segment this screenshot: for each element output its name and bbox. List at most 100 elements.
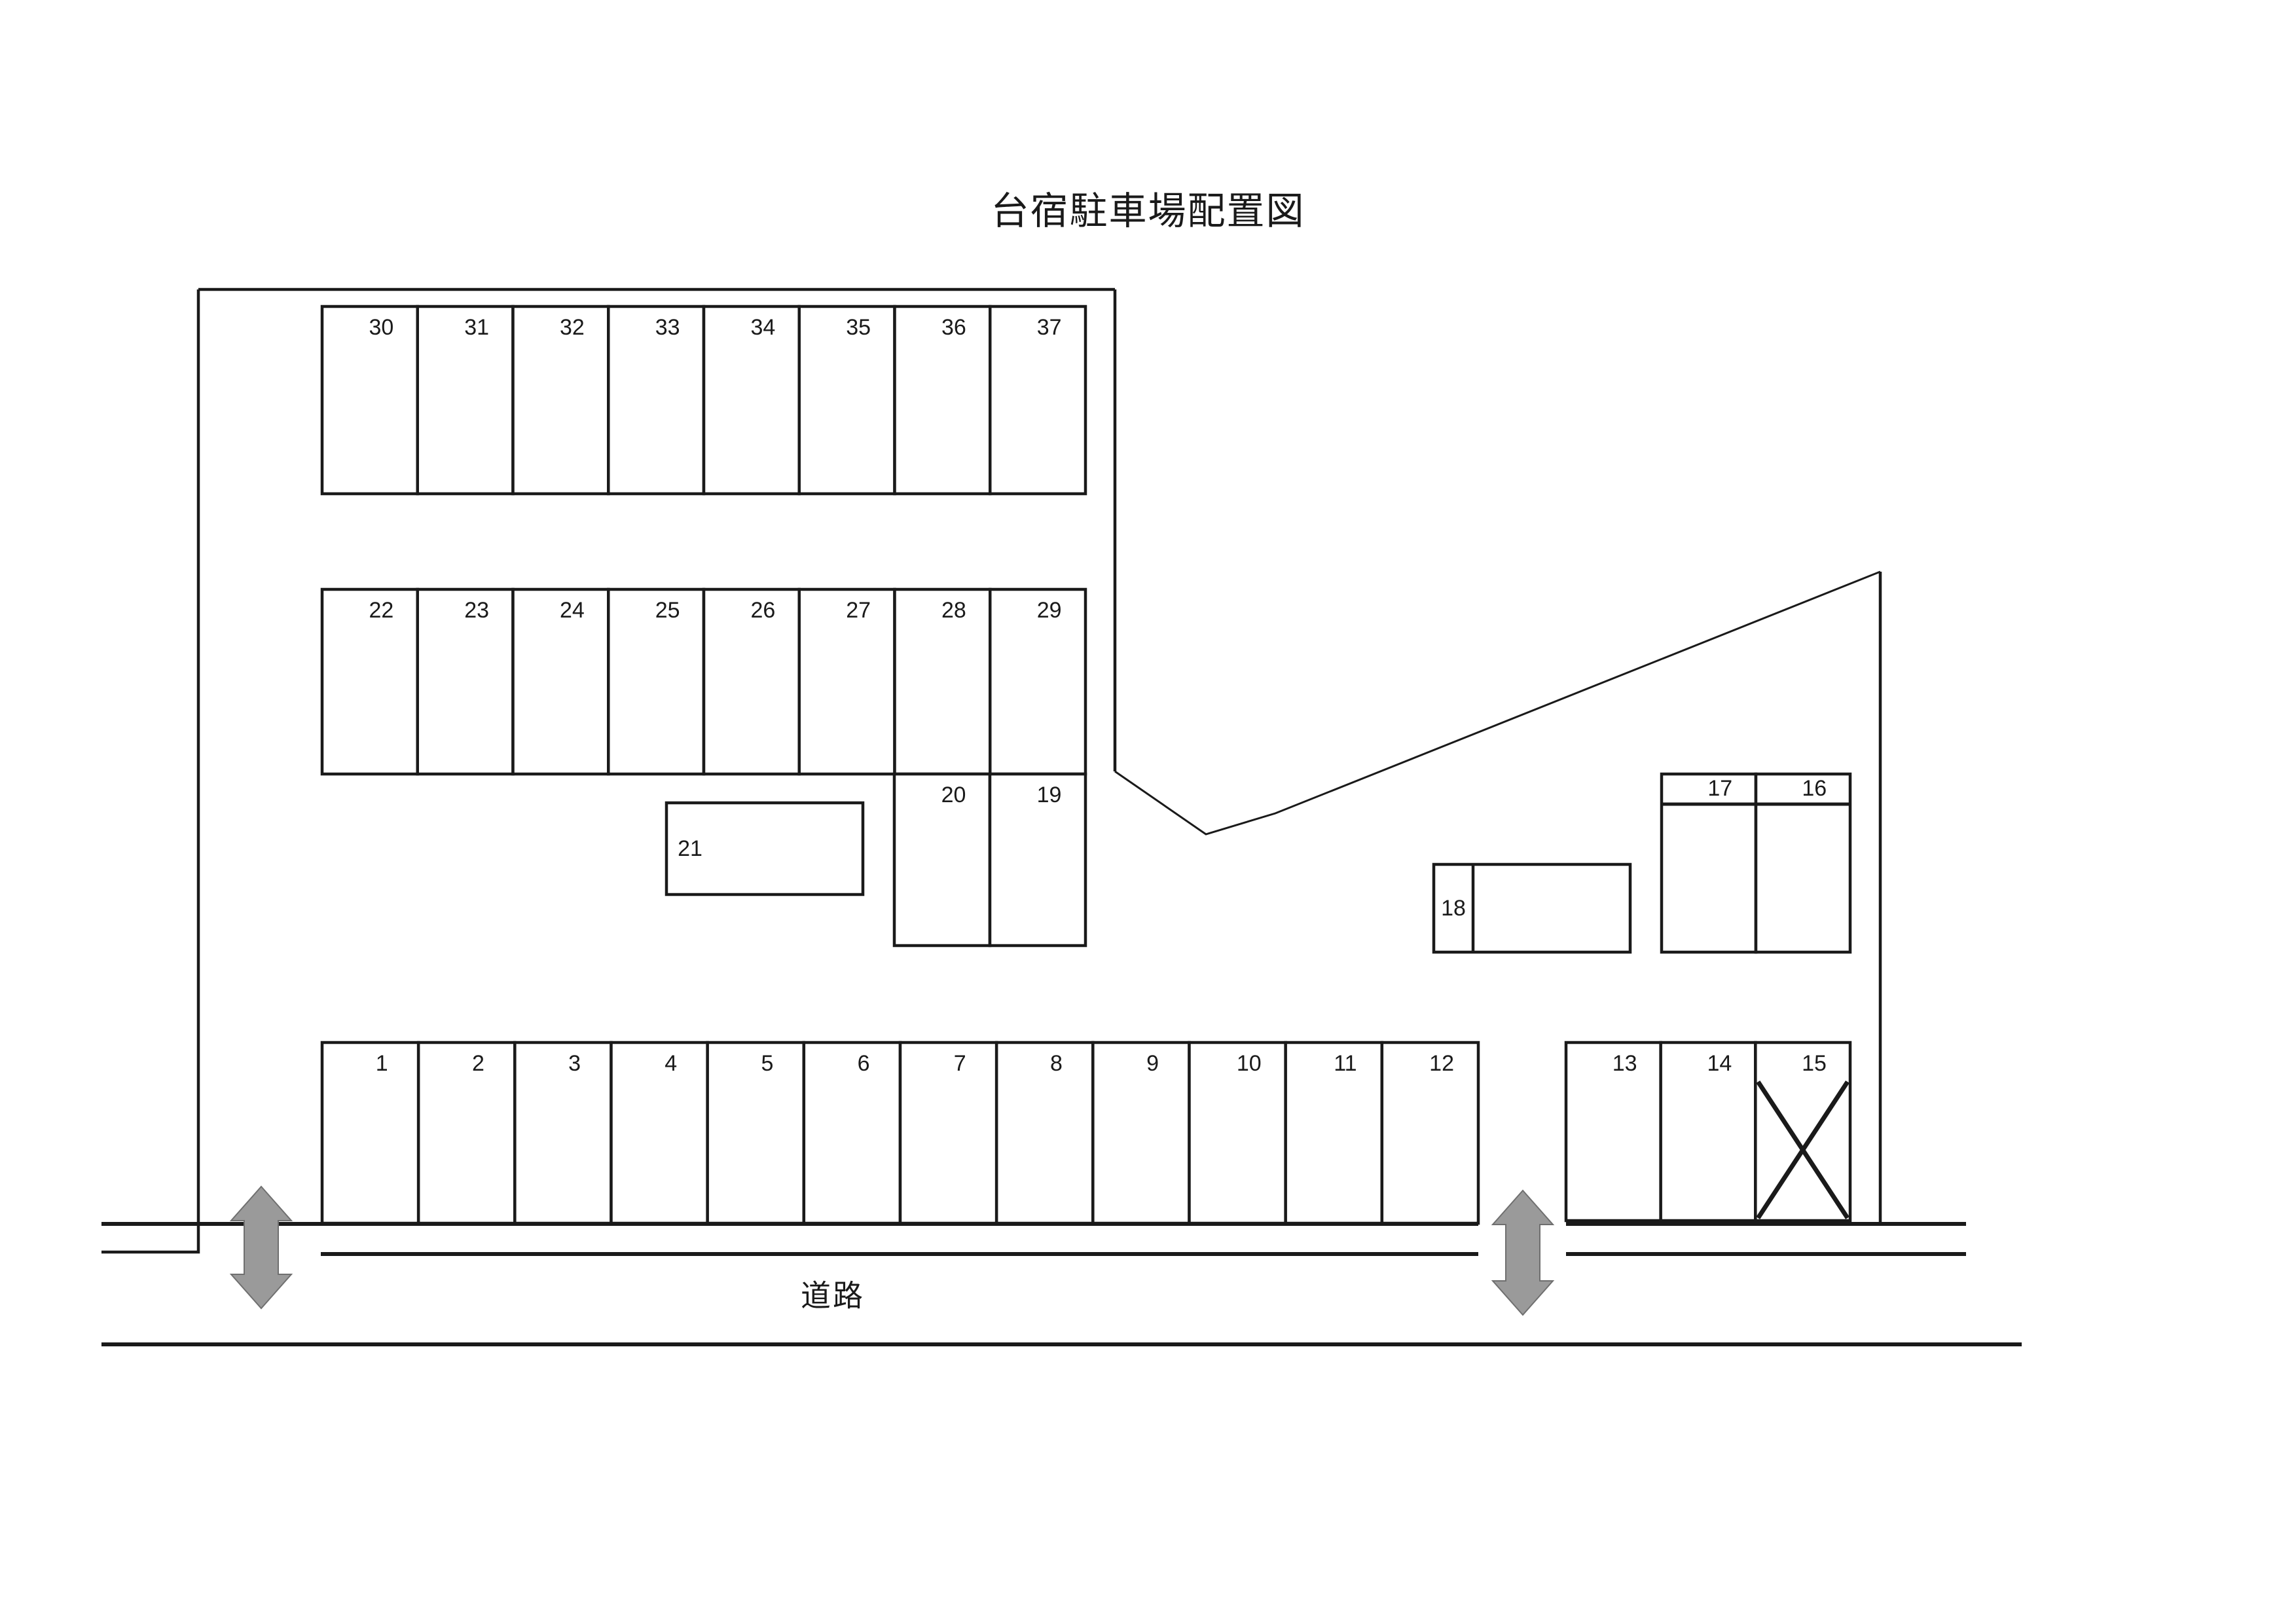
stall-outline-29 bbox=[989, 587, 1087, 776]
stall-label-34: 34 bbox=[750, 315, 775, 340]
middle-stall-row: 22 23 24 25 26 27 28 29 bbox=[320, 587, 1087, 776]
stall-12[interactable]: 12 bbox=[1380, 1041, 1480, 1225]
stall-label-12: 12 bbox=[1429, 1051, 1454, 1076]
stall-label-22: 22 bbox=[369, 598, 393, 623]
stall-15[interactable]: 15 bbox=[1754, 1041, 1852, 1223]
stall-label-21: 21 bbox=[678, 836, 702, 861]
stall-outline-25 bbox=[607, 587, 706, 776]
stall-37[interactable]: 37 bbox=[989, 304, 1087, 496]
stall-16[interactable]: 16 bbox=[1754, 772, 1852, 954]
stall-outline-10 bbox=[1188, 1041, 1287, 1225]
stall-30[interactable]: 30 bbox=[320, 304, 419, 496]
stall-7[interactable]: 7 bbox=[898, 1041, 998, 1225]
stall-10[interactable]: 10 bbox=[1188, 1041, 1287, 1225]
stall-outline-2 bbox=[416, 1041, 517, 1225]
stall-1[interactable]: 1 bbox=[320, 1041, 420, 1225]
stall-33[interactable]: 33 bbox=[607, 304, 706, 496]
stall-label-2: 2 bbox=[472, 1051, 484, 1076]
stall-label-33: 33 bbox=[655, 315, 680, 340]
stall-25[interactable]: 25 bbox=[607, 587, 706, 776]
stall-20[interactable]: 20 bbox=[892, 772, 992, 948]
stall-19[interactable]: 19 bbox=[988, 772, 1087, 948]
stall-34[interactable]: 34 bbox=[702, 304, 801, 496]
stall-outline-13 bbox=[1564, 1041, 1662, 1223]
stall-label-4: 4 bbox=[665, 1051, 677, 1076]
stall-label-8: 8 bbox=[1050, 1051, 1063, 1076]
stall-label-5: 5 bbox=[761, 1051, 773, 1076]
stall-28[interactable]: 28 bbox=[893, 587, 992, 776]
stall-13[interactable]: 13 bbox=[1564, 1041, 1662, 1223]
stall-label-14: 14 bbox=[1707, 1051, 1732, 1076]
stall-22[interactable]: 22 bbox=[320, 587, 419, 776]
stall-label-9: 9 bbox=[1146, 1051, 1159, 1076]
stall-outline-22 bbox=[320, 587, 419, 776]
stall-9[interactable]: 9 bbox=[1091, 1041, 1191, 1225]
stall-outline-35 bbox=[797, 304, 896, 496]
stall-label-24: 24 bbox=[560, 598, 585, 623]
stall-label-25: 25 bbox=[655, 598, 680, 623]
stall-outline-26 bbox=[702, 587, 801, 776]
access-arrow-west bbox=[229, 1185, 293, 1310]
stall-label-19: 19 bbox=[1037, 783, 1062, 807]
stall-21-block: 21 bbox=[665, 801, 865, 896]
stall-4[interactable]: 4 bbox=[610, 1041, 709, 1225]
stall-outline-27 bbox=[797, 587, 896, 776]
stall-outline-4 bbox=[610, 1041, 709, 1225]
page-title: 台宿駐車場配置図 bbox=[991, 189, 1305, 233]
stall-outline-24 bbox=[511, 587, 610, 776]
stall-label-3: 3 bbox=[568, 1051, 581, 1076]
stall-outline-3 bbox=[513, 1041, 613, 1225]
stall-outline-11 bbox=[1284, 1041, 1384, 1225]
stall-31[interactable]: 31 bbox=[416, 304, 515, 496]
stall-label-1: 1 bbox=[376, 1051, 388, 1076]
stall-label-35: 35 bbox=[846, 315, 871, 340]
stall-17[interactable]: 17 bbox=[1660, 772, 1758, 954]
east-stall-row: 13 14 15 bbox=[1564, 1041, 1852, 1223]
stall-outline-21[interactable] bbox=[665, 801, 865, 896]
stall-26[interactable]: 26 bbox=[702, 587, 801, 776]
stall-label-29: 29 bbox=[1037, 598, 1062, 623]
stall-label-23: 23 bbox=[464, 598, 489, 623]
upper-stall-row: 30 31 32 33 34 35 36 37 bbox=[320, 304, 1087, 496]
stall-outline-7 bbox=[898, 1041, 998, 1225]
stall-outline-30 bbox=[320, 304, 419, 496]
stall-outline-18[interactable] bbox=[1432, 862, 1632, 954]
stall-label-31: 31 bbox=[464, 315, 489, 340]
stall-label-16: 16 bbox=[1802, 776, 1827, 801]
stall-outline-6 bbox=[802, 1041, 902, 1225]
stall-32[interactable]: 32 bbox=[511, 304, 610, 496]
stall-11[interactable]: 11 bbox=[1284, 1041, 1384, 1225]
stall-label-7: 7 bbox=[954, 1051, 966, 1076]
stall-outline-37 bbox=[989, 304, 1087, 496]
stall-label-20: 20 bbox=[941, 783, 966, 807]
stall-label-37: 37 bbox=[1037, 315, 1062, 340]
stall-14[interactable]: 14 bbox=[1659, 1041, 1757, 1223]
stall-8[interactable]: 8 bbox=[994, 1041, 1095, 1225]
stall-3[interactable]: 3 bbox=[513, 1041, 613, 1225]
stall-18-block: 18 bbox=[1432, 862, 1632, 954]
stall-label-17: 17 bbox=[1707, 776, 1732, 801]
stall-35[interactable]: 35 bbox=[797, 304, 896, 496]
stall-36[interactable]: 36 bbox=[893, 304, 992, 496]
stall-label-26: 26 bbox=[750, 598, 775, 623]
stall-label-11: 11 bbox=[1334, 1051, 1357, 1076]
stall-outline-1 bbox=[320, 1041, 420, 1225]
stall-outline-5 bbox=[706, 1041, 806, 1225]
site-boundary-outline bbox=[101, 287, 1882, 1254]
stall-24[interactable]: 24 bbox=[511, 587, 610, 776]
stall-label-18: 18 bbox=[1441, 896, 1466, 921]
stall-outline-19 bbox=[988, 772, 1087, 948]
stall-29[interactable]: 29 bbox=[989, 587, 1087, 776]
stall-5[interactable]: 5 bbox=[706, 1041, 806, 1225]
stall-outline-8 bbox=[994, 1041, 1095, 1225]
road-label: 道路 bbox=[801, 1278, 865, 1314]
stall-23[interactable]: 23 bbox=[416, 587, 515, 776]
stall-2[interactable]: 2 bbox=[416, 1041, 517, 1225]
stall-6[interactable]: 6 bbox=[802, 1041, 902, 1225]
access-arrows bbox=[229, 1185, 1555, 1316]
stall-27[interactable]: 27 bbox=[797, 587, 896, 776]
stall-outline-31 bbox=[416, 304, 515, 496]
stall-label-28: 28 bbox=[941, 598, 966, 623]
